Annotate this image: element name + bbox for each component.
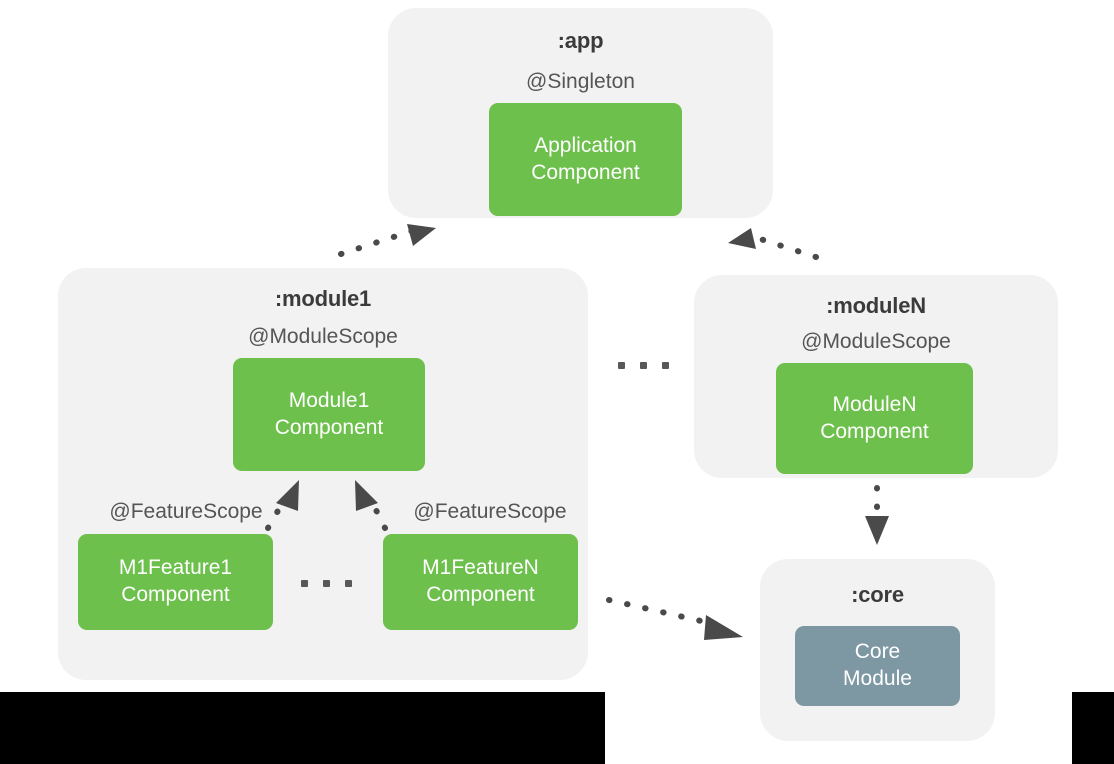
component-m1featureN[interactable]: M1FeatureN Component xyxy=(383,534,578,630)
panel-moduleN-title: :moduleN xyxy=(826,293,926,318)
component-moduleN-label: ModuleN Component xyxy=(820,392,929,443)
ellipsis-dot xyxy=(345,580,352,587)
feature-ellipsis xyxy=(301,580,352,587)
panel-moduleN: :moduleN @ModuleScope ModuleN Component xyxy=(694,275,1058,478)
panel-app-title: :app xyxy=(557,28,604,53)
letterbox-bar-left xyxy=(0,692,605,764)
component-module1-label: Module1 Component xyxy=(274,388,384,439)
component-moduleN[interactable]: ModuleN Component xyxy=(776,363,973,474)
ellipsis-dot xyxy=(301,580,308,587)
ellipsis-dot xyxy=(618,362,625,369)
component-application[interactable]: Application Component xyxy=(489,103,682,216)
panel-app-scope: @Singleton xyxy=(526,70,635,93)
module-ellipsis xyxy=(618,362,669,369)
ellipsis-dot xyxy=(662,362,669,369)
component-m1featureN-label: M1FeatureN Component xyxy=(422,556,539,606)
panel-moduleN-scope: @ModuleScope xyxy=(801,330,951,353)
edge-m1featureN-to-core xyxy=(606,597,743,640)
panel-core-title: :core xyxy=(851,582,904,607)
component-m1feature1-label: M1Feature1 Component xyxy=(118,556,233,606)
component-module1[interactable]: Module1 Component xyxy=(233,358,425,471)
feature1-scope-label: @FeatureScope xyxy=(109,500,263,523)
component-core-module[interactable]: Core Module xyxy=(795,626,960,706)
panel-core: :core Core Module xyxy=(760,559,995,741)
ellipsis-dot xyxy=(323,580,330,587)
panel-app: :app @Singleton Application Component xyxy=(388,8,773,218)
ellipsis-dot xyxy=(640,362,647,369)
edge-moduleN-to-app xyxy=(728,228,819,260)
panel-module1: :module1 @ModuleScope Module1 Component … xyxy=(58,268,588,680)
letterbox-bar-right xyxy=(1072,692,1114,764)
featureN-scope-label: @FeatureScope xyxy=(413,500,567,523)
component-m1feature1[interactable]: M1Feature1 Component xyxy=(78,534,273,630)
panel-module1-scope: @ModuleScope xyxy=(248,325,398,348)
edge-module1-to-app xyxy=(338,224,436,257)
panel-module1-title: :module1 xyxy=(274,286,372,311)
edge-moduleN-to-core xyxy=(865,485,889,545)
component-application-label: Application Component xyxy=(531,133,640,184)
component-core-module-label: Core Module xyxy=(843,640,912,690)
